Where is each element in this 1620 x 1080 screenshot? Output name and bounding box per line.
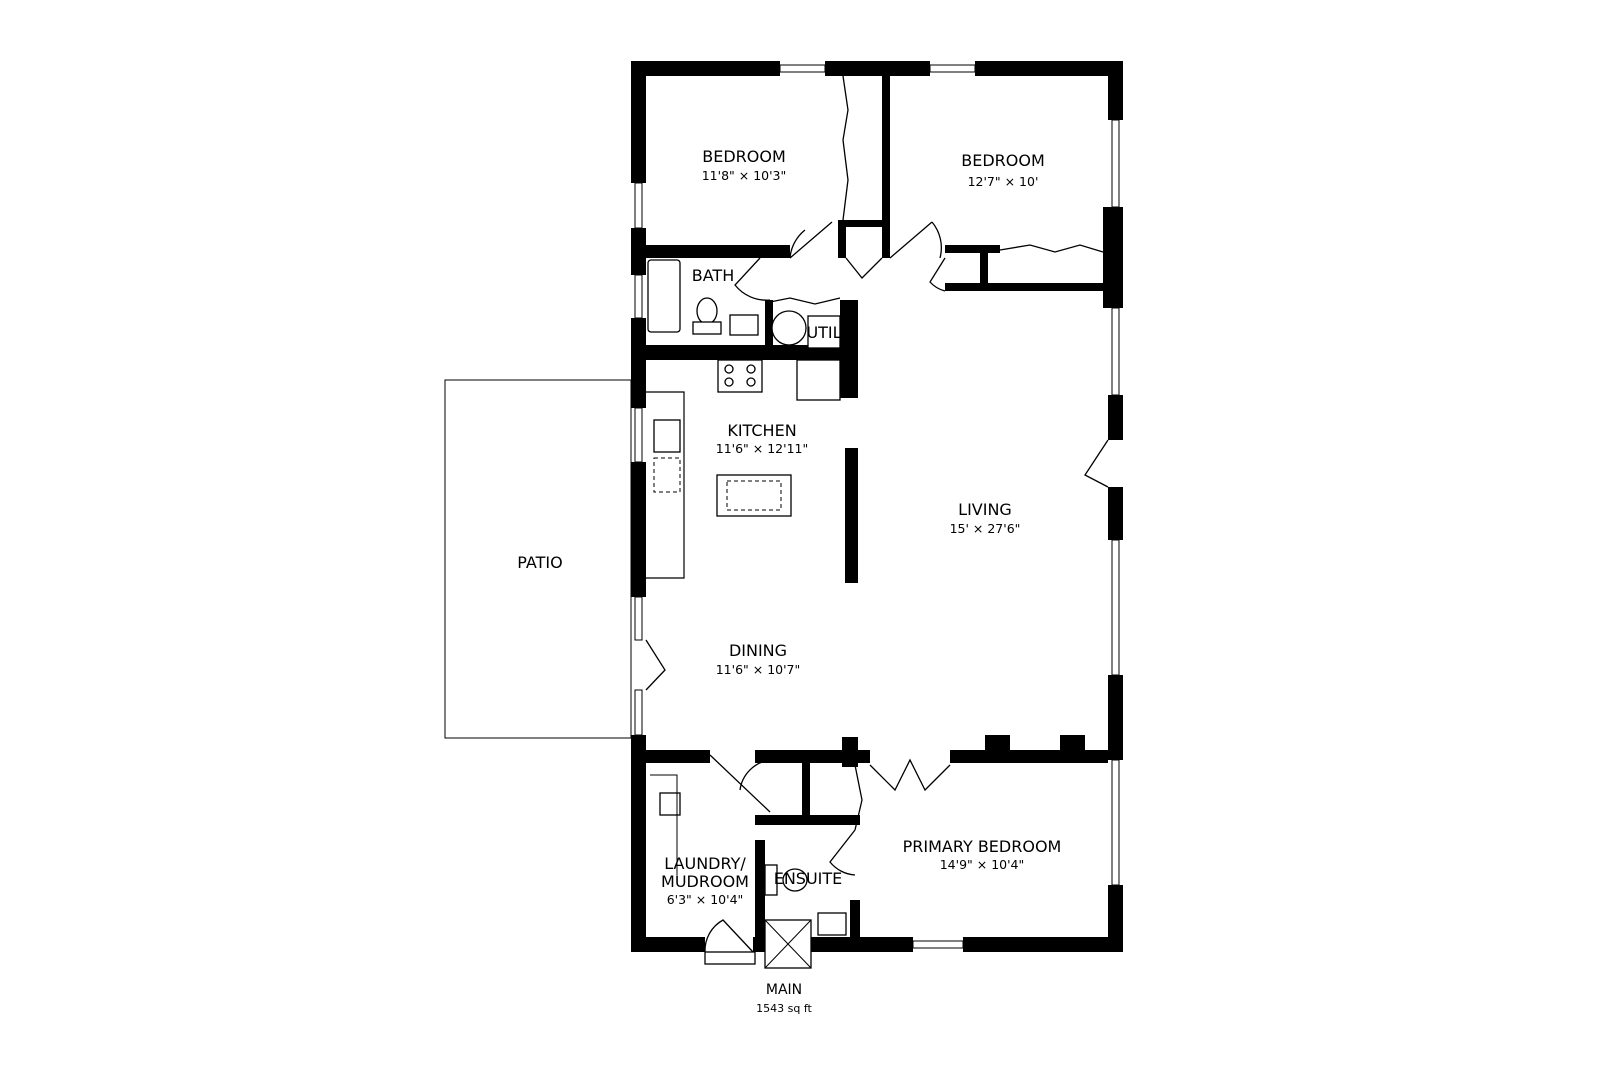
room-patio-name: PATIO <box>517 553 562 572</box>
room-dining-dims: 11'6" × 10'7" <box>716 662 801 677</box>
room-kitchen-dims: 11'6" × 12'11" <box>716 441 808 456</box>
exterior-walls <box>631 61 1123 952</box>
toilet <box>696 297 718 325</box>
room-bedroom-2-dims: 12'7" × 10' <box>968 174 1039 189</box>
room-laundry-name: LAUNDRY/ <box>664 854 746 873</box>
room-living-name: LIVING <box>958 500 1012 519</box>
ensuite-toilet <box>782 868 808 892</box>
room-living-dims: 15' × 27'6" <box>950 521 1021 536</box>
doors <box>645 75 1109 953</box>
floor-area: 1543 sq ft <box>756 1002 812 1015</box>
stove <box>717 359 763 393</box>
room-laundry-name-2: MUDROOM <box>661 872 749 891</box>
laundry-sink <box>659 792 681 816</box>
fixtures <box>646 259 847 969</box>
bathtub <box>647 259 681 333</box>
water-heater <box>771 310 807 346</box>
room-bedroom-1-dims: 11'8" × 10'3" <box>702 168 787 183</box>
room-bedroom-1-name: BEDROOM <box>702 147 786 166</box>
room-bedroom-2-name: BEDROOM <box>961 151 1045 170</box>
floor-name: MAIN <box>766 982 802 998</box>
room-labels: BEDROOM 11'8" × 10'3" BEDROOM 12'7" × 10… <box>517 147 1061 1015</box>
room-primary-bedroom-dims: 14'9" × 10'4" <box>940 857 1025 872</box>
kitchen-island <box>716 474 792 517</box>
entry-step <box>704 951 756 965</box>
bath-sink <box>729 314 759 336</box>
room-primary-bedroom-name: PRIMARY BEDROOM <box>903 837 1062 856</box>
room-dining-name: DINING <box>729 641 787 660</box>
interior-walls <box>646 76 1108 952</box>
room-kitchen-name: KITCHEN <box>727 421 796 440</box>
room-bath-name: BATH <box>692 266 734 285</box>
room-laundry-dims: 6'3" × 10'4" <box>667 892 744 907</box>
room-ensuite-name: ENSUITE <box>774 869 843 888</box>
ensuite-sink <box>817 912 847 936</box>
kitchen-sink <box>653 419 681 453</box>
room-util-name: UTIL <box>806 323 841 342</box>
